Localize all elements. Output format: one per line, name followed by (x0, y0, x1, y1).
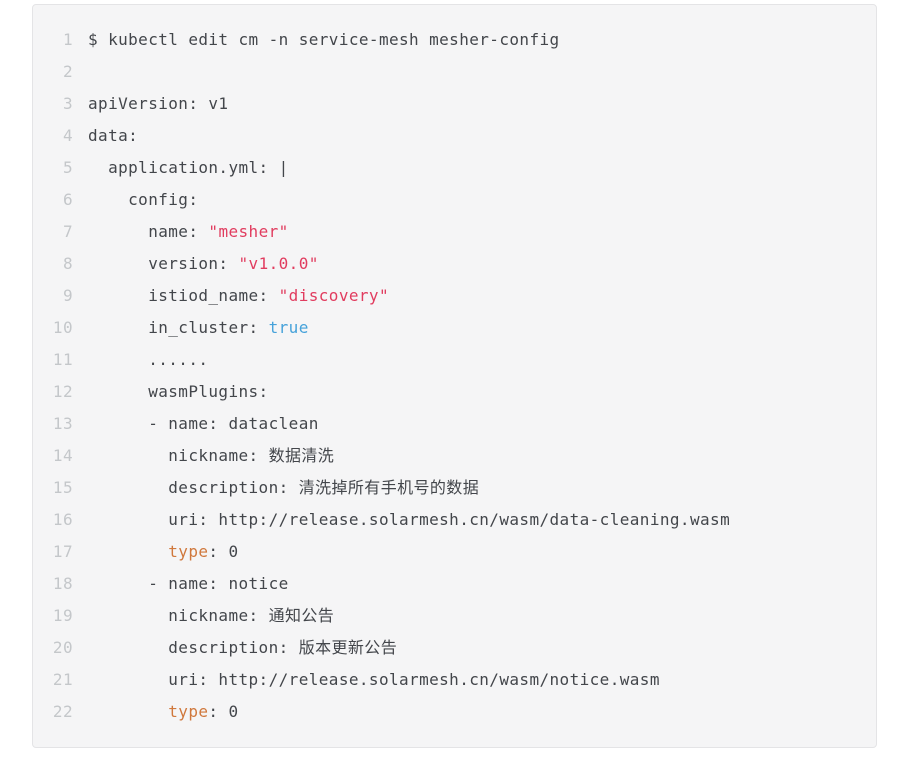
line-number: 5 (62, 158, 73, 177)
line-number: 1 (62, 30, 73, 49)
line-number: 12 (52, 382, 73, 401)
code-line: 3 apiVersion: v1 (51, 88, 858, 120)
line-content: application.yml: | (88, 158, 289, 177)
line-content: version: "v1.0.0" (88, 254, 319, 273)
code-line: 15 description: 清洗掉所有手机号的数据 (51, 472, 858, 504)
line-number: 13 (52, 414, 73, 433)
line-content: wasmPlugins: (88, 382, 269, 401)
line-content: uri: http://release.solarmesh.cn/wasm/da… (88, 510, 730, 529)
code-token-plain: name: (88, 222, 209, 241)
line-number: 11 (52, 350, 73, 369)
line-number: 21 (52, 670, 73, 689)
code-token-plain: wasmPlugins: (88, 382, 269, 401)
code-token-plain: istiod_name: (88, 286, 279, 305)
line-content: type: 0 (88, 702, 239, 721)
code-line: 12 wasmPlugins: (51, 376, 858, 408)
line-content: apiVersion: v1 (88, 94, 228, 113)
line-content: description: 版本更新公告 (88, 638, 397, 657)
code-token-plain: description: 版本更新公告 (88, 638, 398, 657)
line-number: 6 (62, 190, 73, 209)
code-token-plain: uri: http://release.solarmesh.cn/wasm/da… (88, 510, 731, 529)
code-line: 16 uri: http://release.solarmesh.cn/wasm… (51, 504, 858, 536)
line-content: - name: notice (88, 574, 289, 593)
code-line: 22 type: 0 (51, 696, 858, 728)
line-number: 3 (62, 94, 73, 113)
code-token-keyword: type (168, 702, 209, 721)
code-token-plain: nickname: 通知公告 (88, 606, 335, 625)
code-token-plain: description: 清洗掉所有手机号的数据 (88, 478, 480, 497)
code-line: 2 (51, 56, 858, 88)
code-line: 5 application.yml: | (51, 152, 858, 184)
code-line: 18 - name: notice (51, 568, 858, 600)
line-content: description: 清洗掉所有手机号的数据 (88, 478, 479, 497)
line-number: 2 (62, 62, 73, 81)
code-token-string: "discovery" (278, 286, 389, 305)
code-line: 11 ...... (51, 344, 858, 376)
line-number: 15 (52, 478, 73, 497)
code-line: 19 nickname: 通知公告 (51, 600, 858, 632)
line-content: uri: http://release.solarmesh.cn/wasm/no… (88, 670, 660, 689)
code-line: 8 version: "v1.0.0" (51, 248, 858, 280)
line-content: $ kubectl edit cm -n service-mesh mesher… (88, 30, 560, 49)
code-line: 9 istiod_name: "discovery" (51, 280, 858, 312)
code-token-plain (88, 702, 168, 721)
code-block: 1 $ kubectl edit cm -n service-mesh meshe… (32, 4, 877, 748)
code-token-plain (88, 542, 168, 561)
line-content: - name: dataclean (88, 414, 319, 433)
code-token-keyword: type (168, 542, 209, 561)
line-content: istiod_name: "discovery" (88, 286, 389, 305)
code-token-plain: uri: http://release.solarmesh.cn/wasm/no… (88, 670, 660, 689)
code-line: 4 data: (51, 120, 858, 152)
line-number: 10 (52, 318, 73, 337)
code-line: 17 type: 0 (51, 536, 858, 568)
line-number: 22 (52, 702, 73, 721)
code-token-plain: apiVersion: v1 (88, 94, 229, 113)
code-token-literal: true (268, 318, 309, 337)
code-token-plain: in_cluster: (88, 318, 269, 337)
code-token-plain: config: (88, 190, 199, 209)
code-line: 20 description: 版本更新公告 (51, 632, 858, 664)
line-number: 7 (62, 222, 73, 241)
code-line: 6 config: (51, 184, 858, 216)
code-line: 14 nickname: 数据清洗 (51, 440, 858, 472)
code-line: 7 name: "mesher" (51, 216, 858, 248)
line-number: 20 (52, 638, 73, 657)
line-number: 14 (52, 446, 73, 465)
line-content: data: (88, 126, 138, 145)
code-token-plain: ...... (88, 350, 209, 369)
code-token-string: "v1.0.0" (238, 254, 319, 273)
code-line: 10 in_cluster: true (51, 312, 858, 344)
code-token-plain: : 0 (208, 542, 239, 561)
code-token-plain: nickname: 数据清洗 (88, 446, 335, 465)
line-content: in_cluster: true (88, 318, 309, 337)
line-number: 16 (52, 510, 73, 529)
line-content: ...... (88, 350, 208, 369)
line-number: 9 (62, 286, 73, 305)
code-token-plain: - name: notice (88, 574, 289, 593)
code-line: 21 uri: http://release.solarmesh.cn/wasm… (51, 664, 858, 696)
line-number: 18 (52, 574, 73, 593)
code-line: 1 $ kubectl edit cm -n service-mesh meshe… (51, 24, 858, 56)
line-content: type: 0 (88, 542, 239, 561)
code-token-plain: application.yml: | (88, 158, 289, 177)
line-content: config: (88, 190, 198, 209)
line-number: 4 (62, 126, 73, 145)
line-content: nickname: 数据清洗 (88, 446, 334, 465)
code-token-plain: version: (88, 254, 239, 273)
code-token-plain: - name: dataclean (88, 414, 319, 433)
code-token-plain: : 0 (208, 702, 239, 721)
line-content: name: "mesher" (88, 222, 289, 241)
line-content: nickname: 通知公告 (88, 606, 334, 625)
code-line: 13 - name: dataclean (51, 408, 858, 440)
line-number: 19 (52, 606, 73, 625)
code-token-plain: data: (88, 126, 139, 145)
line-number: 17 (52, 542, 73, 561)
code-lines: 1 $ kubectl edit cm -n service-mesh meshe… (51, 24, 858, 728)
code-token-string: "mesher" (208, 222, 289, 241)
line-number: 8 (62, 254, 73, 273)
code-token-plain: $ kubectl edit cm -n service-mesh mesher… (88, 30, 560, 49)
